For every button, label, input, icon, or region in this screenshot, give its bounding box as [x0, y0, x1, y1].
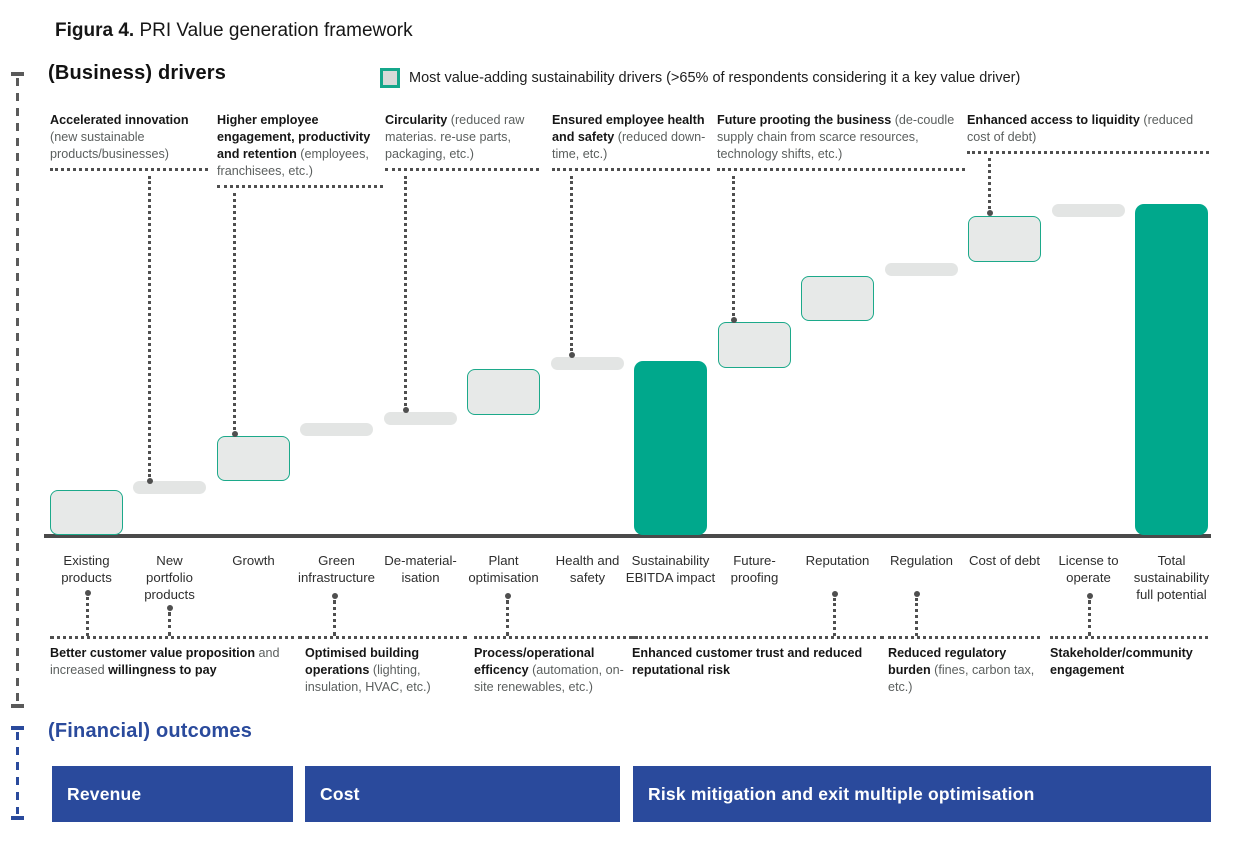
bracket-bottom-cap	[11, 816, 24, 820]
bracket-dashes	[16, 732, 19, 814]
financial-bar-risk-mitigation: Risk mitigation and exit multiple optimi…	[633, 766, 1211, 822]
figure-label: Figura 4.	[55, 20, 135, 41]
leader-line-down	[986, 158, 993, 216]
figure-title: Figura 4. PRI Value generation framework	[55, 20, 413, 42]
axis-label-de-material-isation: De-material-isation	[384, 553, 457, 585]
bar-cost-of-debt	[968, 216, 1041, 262]
bar-de-material-isation	[384, 412, 457, 425]
annotation-detail-text: (lighting, insulation, HVAC, etc.)	[305, 663, 431, 694]
leader-line-up	[166, 605, 173, 636]
annotation-enhanced-customer-trust: Enhanced customer trust and reduced repu…	[632, 636, 884, 679]
leader-line-up	[831, 591, 838, 636]
figure-title-text: PRI Value generation framework	[134, 20, 413, 41]
financial-outcomes-bracket	[11, 726, 24, 820]
annotation-detail-text: (employees, franchisees, etc.)	[217, 147, 369, 178]
leader-line-down	[146, 176, 153, 484]
bar-plant-optimisation	[467, 369, 540, 415]
annotation-lead-text: Enhanced access to liquidity	[967, 113, 1140, 127]
annotation-reduced-regulatory-burden: Reduced regulatory burden (fines, carbon…	[888, 636, 1040, 696]
leader-line-up	[504, 593, 511, 636]
annotation-ensured-employee-health-safety: Ensured employee health and safety (redu…	[552, 112, 710, 171]
axis-label-plant-optimisation: Plant optimisation	[468, 553, 539, 585]
annotation-lead-text: Higher employee engagement, productivity…	[217, 113, 371, 161]
annotation-lead-text: willingness to pay	[108, 663, 217, 677]
axis-label-license-to-operate: License to operate	[1058, 553, 1119, 585]
annotation-process-operational-efficency: Process/operational efficency (automatio…	[474, 636, 638, 696]
axis-label-future-proofing: Future-proofing	[730, 553, 779, 585]
business-drivers-bracket	[11, 72, 24, 708]
annotation-detail-text: (de-coudle supply chain from scarce reso…	[717, 113, 955, 161]
axis-label-existing-products: Existing products	[61, 553, 112, 585]
annotation-lead-text: Better customer value proposition	[50, 646, 256, 660]
financial-bar-cost: Cost	[305, 766, 620, 822]
bar-new-portfolio-products	[133, 481, 206, 494]
financial-bar-revenue: Revenue	[52, 766, 293, 822]
annotation-stakeholder-community-engagement: Stakeholder/community engagement	[1050, 636, 1208, 679]
bracket-top-cap	[11, 726, 24, 730]
annotation-lead-text: Circularity	[385, 113, 448, 127]
annotation-detail-text: (automation, on-site renewables, etc.)	[474, 663, 624, 694]
axis-label-regulation: Regulation	[889, 553, 954, 568]
annotation-lead-text: Ensured employee health and safety	[552, 113, 705, 144]
leader-line-down	[568, 176, 575, 358]
leader-line-up	[331, 593, 338, 636]
annotation-circularity: Circularity (reduced raw materias. re-us…	[385, 112, 539, 171]
business-drivers-heading: (Business) drivers	[48, 62, 227, 84]
annotation-detail-text: (reduced raw materias. re-use parts, pac…	[385, 113, 525, 161]
annotation-detail-text: and increased	[50, 646, 280, 677]
annotation-lead-text: Accelerated innovation	[50, 113, 189, 127]
axis-label-new-portfolio-products: New portfolio products	[144, 553, 195, 602]
annotation-higher-employee-engagement: Higher employee engagement, productivity…	[217, 112, 383, 188]
annotation-lead-text: Reduced regulatory burden	[888, 646, 1007, 677]
legend-label: Most value-adding sustainability drivers…	[409, 70, 1021, 86]
axis-label-health-and-safety: Health and safety	[555, 553, 620, 585]
annotation-detail-text: (reduced cost of debt)	[967, 113, 1194, 144]
leader-line-down	[231, 193, 238, 437]
bar-future-proofing	[718, 322, 791, 368]
annotation-future-prooting-the-business: Future prooting the business (de-coudle …	[717, 112, 965, 171]
bar-health-and-safety	[551, 357, 624, 370]
financial-outcomes-heading: (Financial) outcomes	[48, 720, 253, 742]
bar-total-sustainability-full-potential	[1135, 204, 1208, 535]
annotation-detail-text: (fines, carbon tax, etc.)	[888, 663, 1035, 694]
leader-line-up	[913, 591, 920, 636]
leader-line-down	[730, 176, 737, 323]
leader-line-up	[1086, 593, 1093, 636]
axis-label-green-infrastructure: Green infrastructure	[298, 553, 375, 585]
bar-regulation	[885, 263, 958, 276]
axis-label-reputation: Reputation	[805, 553, 870, 568]
leader-line-up	[84, 590, 91, 636]
key-driver-swatch-icon	[380, 68, 400, 88]
annotation-better-customer-value-proposition: Better customer value proposition and in…	[50, 636, 302, 679]
axis-label-total-sustainability-full-potential: Total sustainability full potential	[1133, 553, 1210, 602]
bracket-dashes	[16, 78, 19, 702]
annotation-lead-text: Enhanced customer trust and reduced repu…	[632, 646, 863, 677]
axis-label-cost-of-debt: Cost of debt	[968, 553, 1041, 568]
annotation-lead-text: Future prooting the business	[717, 113, 892, 127]
annotation-lead-text: Stakeholder/community engagement	[1050, 646, 1193, 677]
annotation-lead-text: Optimised building operations	[305, 646, 420, 677]
annotation-enhanced-access-to-liquidity: Enhanced access to liquidity (reduced co…	[967, 112, 1209, 154]
bar-reputation	[801, 276, 874, 321]
axis-label-growth: Growth	[232, 553, 275, 568]
annotation-accelerated-innovation: Accelerated innovation (new sustainable …	[50, 112, 208, 171]
annotation-detail-text: (new sustainable products/businesses)	[50, 130, 170, 161]
legend: Most value-adding sustainability drivers…	[380, 68, 1020, 88]
annotation-lead-text: Process/operational efficency	[474, 646, 595, 677]
bracket-top-cap	[11, 72, 24, 76]
annotation-optimised-building-operations: Optimised building operations (lighting,…	[305, 636, 467, 696]
bar-growth	[217, 436, 290, 481]
bar-sustainability-ebitda-impact	[634, 361, 707, 535]
annotation-detail-text: (reduced down-time, etc.)	[552, 130, 706, 161]
chart-baseline	[44, 534, 1211, 538]
bracket-bottom-cap	[11, 704, 24, 708]
bar-green-infrastructure	[300, 423, 373, 436]
bar-license-to-operate	[1052, 204, 1125, 217]
leader-line-down	[402, 176, 409, 413]
bar-existing-products	[50, 490, 123, 535]
axis-label-sustainability-ebitda-impact: Sustainability EBITDA impact	[625, 553, 716, 585]
